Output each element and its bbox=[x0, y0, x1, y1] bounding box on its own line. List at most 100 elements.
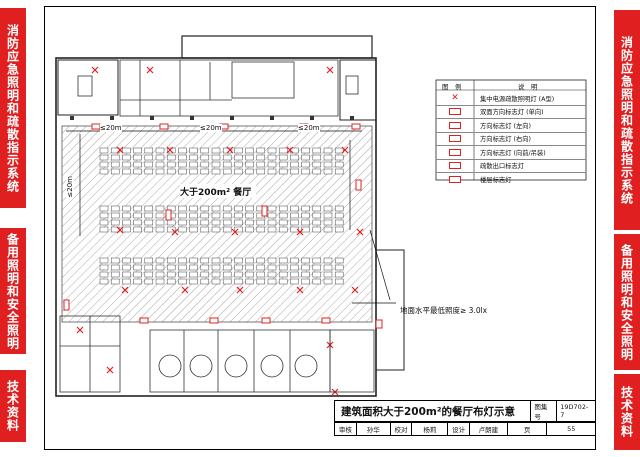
dining-table bbox=[110, 257, 120, 264]
dining-table bbox=[133, 278, 142, 285]
dim-label-3: ≤20m bbox=[298, 124, 320, 132]
dining-table bbox=[166, 271, 176, 278]
dining-table bbox=[267, 271, 277, 278]
emergency-light-cross bbox=[121, 286, 129, 294]
legend-row: 疏散出口标志灯 bbox=[436, 160, 586, 173]
dining-table bbox=[278, 205, 288, 212]
dining-table bbox=[99, 161, 109, 168]
dining-table bbox=[222, 219, 232, 226]
legend-text: 方向标志灯 (右向) bbox=[480, 136, 531, 144]
dining-table bbox=[267, 212, 277, 219]
dining-table bbox=[245, 226, 254, 233]
dining-table bbox=[99, 257, 109, 264]
dining-table bbox=[222, 205, 232, 212]
emergency-light-cross bbox=[76, 326, 84, 334]
dining-table bbox=[211, 278, 221, 285]
legend-col-desc: 说 明 bbox=[518, 83, 538, 91]
dining-table bbox=[189, 161, 198, 168]
dining-table bbox=[133, 154, 142, 161]
dining-table bbox=[334, 205, 344, 212]
left-tab-backup-label: 备用照明和安全照明 bbox=[5, 232, 20, 350]
dining-table bbox=[200, 154, 210, 161]
dining-table bbox=[334, 219, 344, 226]
dining-table bbox=[122, 147, 131, 154]
title-block: 建筑面积大于200m²的餐厅布灯示意 图集号 19D702-7 审核孙华校对杨莉… bbox=[334, 400, 596, 450]
emergency-light-cross bbox=[296, 286, 304, 294]
column-grid bbox=[70, 116, 354, 120]
exit-sign bbox=[139, 317, 149, 324]
dining-table bbox=[211, 219, 221, 226]
dining-table bbox=[122, 168, 131, 175]
dining-table bbox=[222, 226, 232, 233]
legend-text: 疏散出口标志灯 bbox=[480, 163, 525, 171]
emergency-light-cross bbox=[286, 146, 294, 154]
dining-table bbox=[334, 212, 344, 219]
dining-table bbox=[110, 219, 120, 226]
signature-cell: 页 bbox=[508, 423, 548, 435]
dining-table bbox=[211, 264, 221, 271]
dining-table bbox=[301, 212, 310, 219]
dining-table bbox=[211, 226, 221, 233]
dining-table bbox=[122, 257, 131, 264]
dining-table bbox=[166, 219, 176, 226]
dining-table bbox=[200, 161, 210, 168]
building-walls bbox=[55, 35, 405, 397]
dining-table bbox=[189, 212, 198, 219]
emergency-light-cross bbox=[236, 286, 244, 294]
dining-table bbox=[256, 154, 266, 161]
dining-table bbox=[334, 168, 344, 175]
emergency-light-cross bbox=[181, 286, 189, 294]
dining-table bbox=[256, 226, 266, 233]
dining-table bbox=[222, 212, 232, 219]
dining-table bbox=[133, 168, 142, 175]
dining-table bbox=[155, 226, 165, 233]
dining-table bbox=[189, 278, 198, 285]
legend-text: 双面方向标志灯 (单向) bbox=[480, 109, 544, 117]
dining-table bbox=[323, 271, 333, 278]
dining-table bbox=[245, 168, 254, 175]
left-tab-backup: 备用照明和安全照明 bbox=[0, 228, 26, 354]
dining-table bbox=[200, 147, 210, 154]
signature-cell: 孙华 bbox=[357, 423, 391, 435]
right-tab-backup-label: 备用照明和安全照明 bbox=[619, 243, 634, 361]
dining-table bbox=[211, 161, 221, 168]
dining-table bbox=[301, 205, 310, 212]
dining-table bbox=[189, 168, 198, 175]
dining-table bbox=[144, 168, 154, 175]
dining-table bbox=[122, 264, 131, 271]
private-rooms bbox=[59, 315, 375, 393]
dining-table bbox=[312, 271, 322, 278]
dining-table bbox=[166, 168, 176, 175]
signature-cell: 杨莉 bbox=[412, 423, 449, 435]
dining-table bbox=[278, 271, 288, 278]
dining-table bbox=[256, 264, 266, 271]
dining-table bbox=[200, 168, 210, 175]
legend-row: 双面方向标志灯 (单向) bbox=[436, 106, 586, 119]
exit-signs bbox=[63, 123, 383, 329]
dining-table bbox=[133, 147, 142, 154]
cross-x-icon: ✕ bbox=[451, 93, 459, 104]
dining-table bbox=[211, 154, 221, 161]
dining-table bbox=[200, 257, 210, 264]
dining-table bbox=[267, 257, 277, 264]
dining-table bbox=[290, 168, 299, 175]
dining-table bbox=[234, 168, 243, 175]
kitchen-block bbox=[77, 59, 359, 117]
right-tab-tech: 技术资料 bbox=[614, 374, 640, 450]
dining-table bbox=[166, 226, 176, 233]
dining-table bbox=[312, 147, 322, 154]
dining-table bbox=[290, 154, 299, 161]
exit-sign bbox=[159, 123, 169, 130]
dining-table bbox=[312, 161, 322, 168]
dining-table bbox=[267, 205, 277, 212]
dining-table bbox=[110, 205, 120, 212]
dining-table bbox=[245, 147, 254, 154]
dining-table bbox=[189, 219, 198, 226]
dining-table bbox=[211, 271, 221, 278]
emergency-light-cross bbox=[341, 146, 349, 154]
dining-table bbox=[133, 205, 142, 212]
dining-table bbox=[234, 154, 243, 161]
dining-table bbox=[200, 219, 210, 226]
dining-table bbox=[245, 205, 254, 212]
